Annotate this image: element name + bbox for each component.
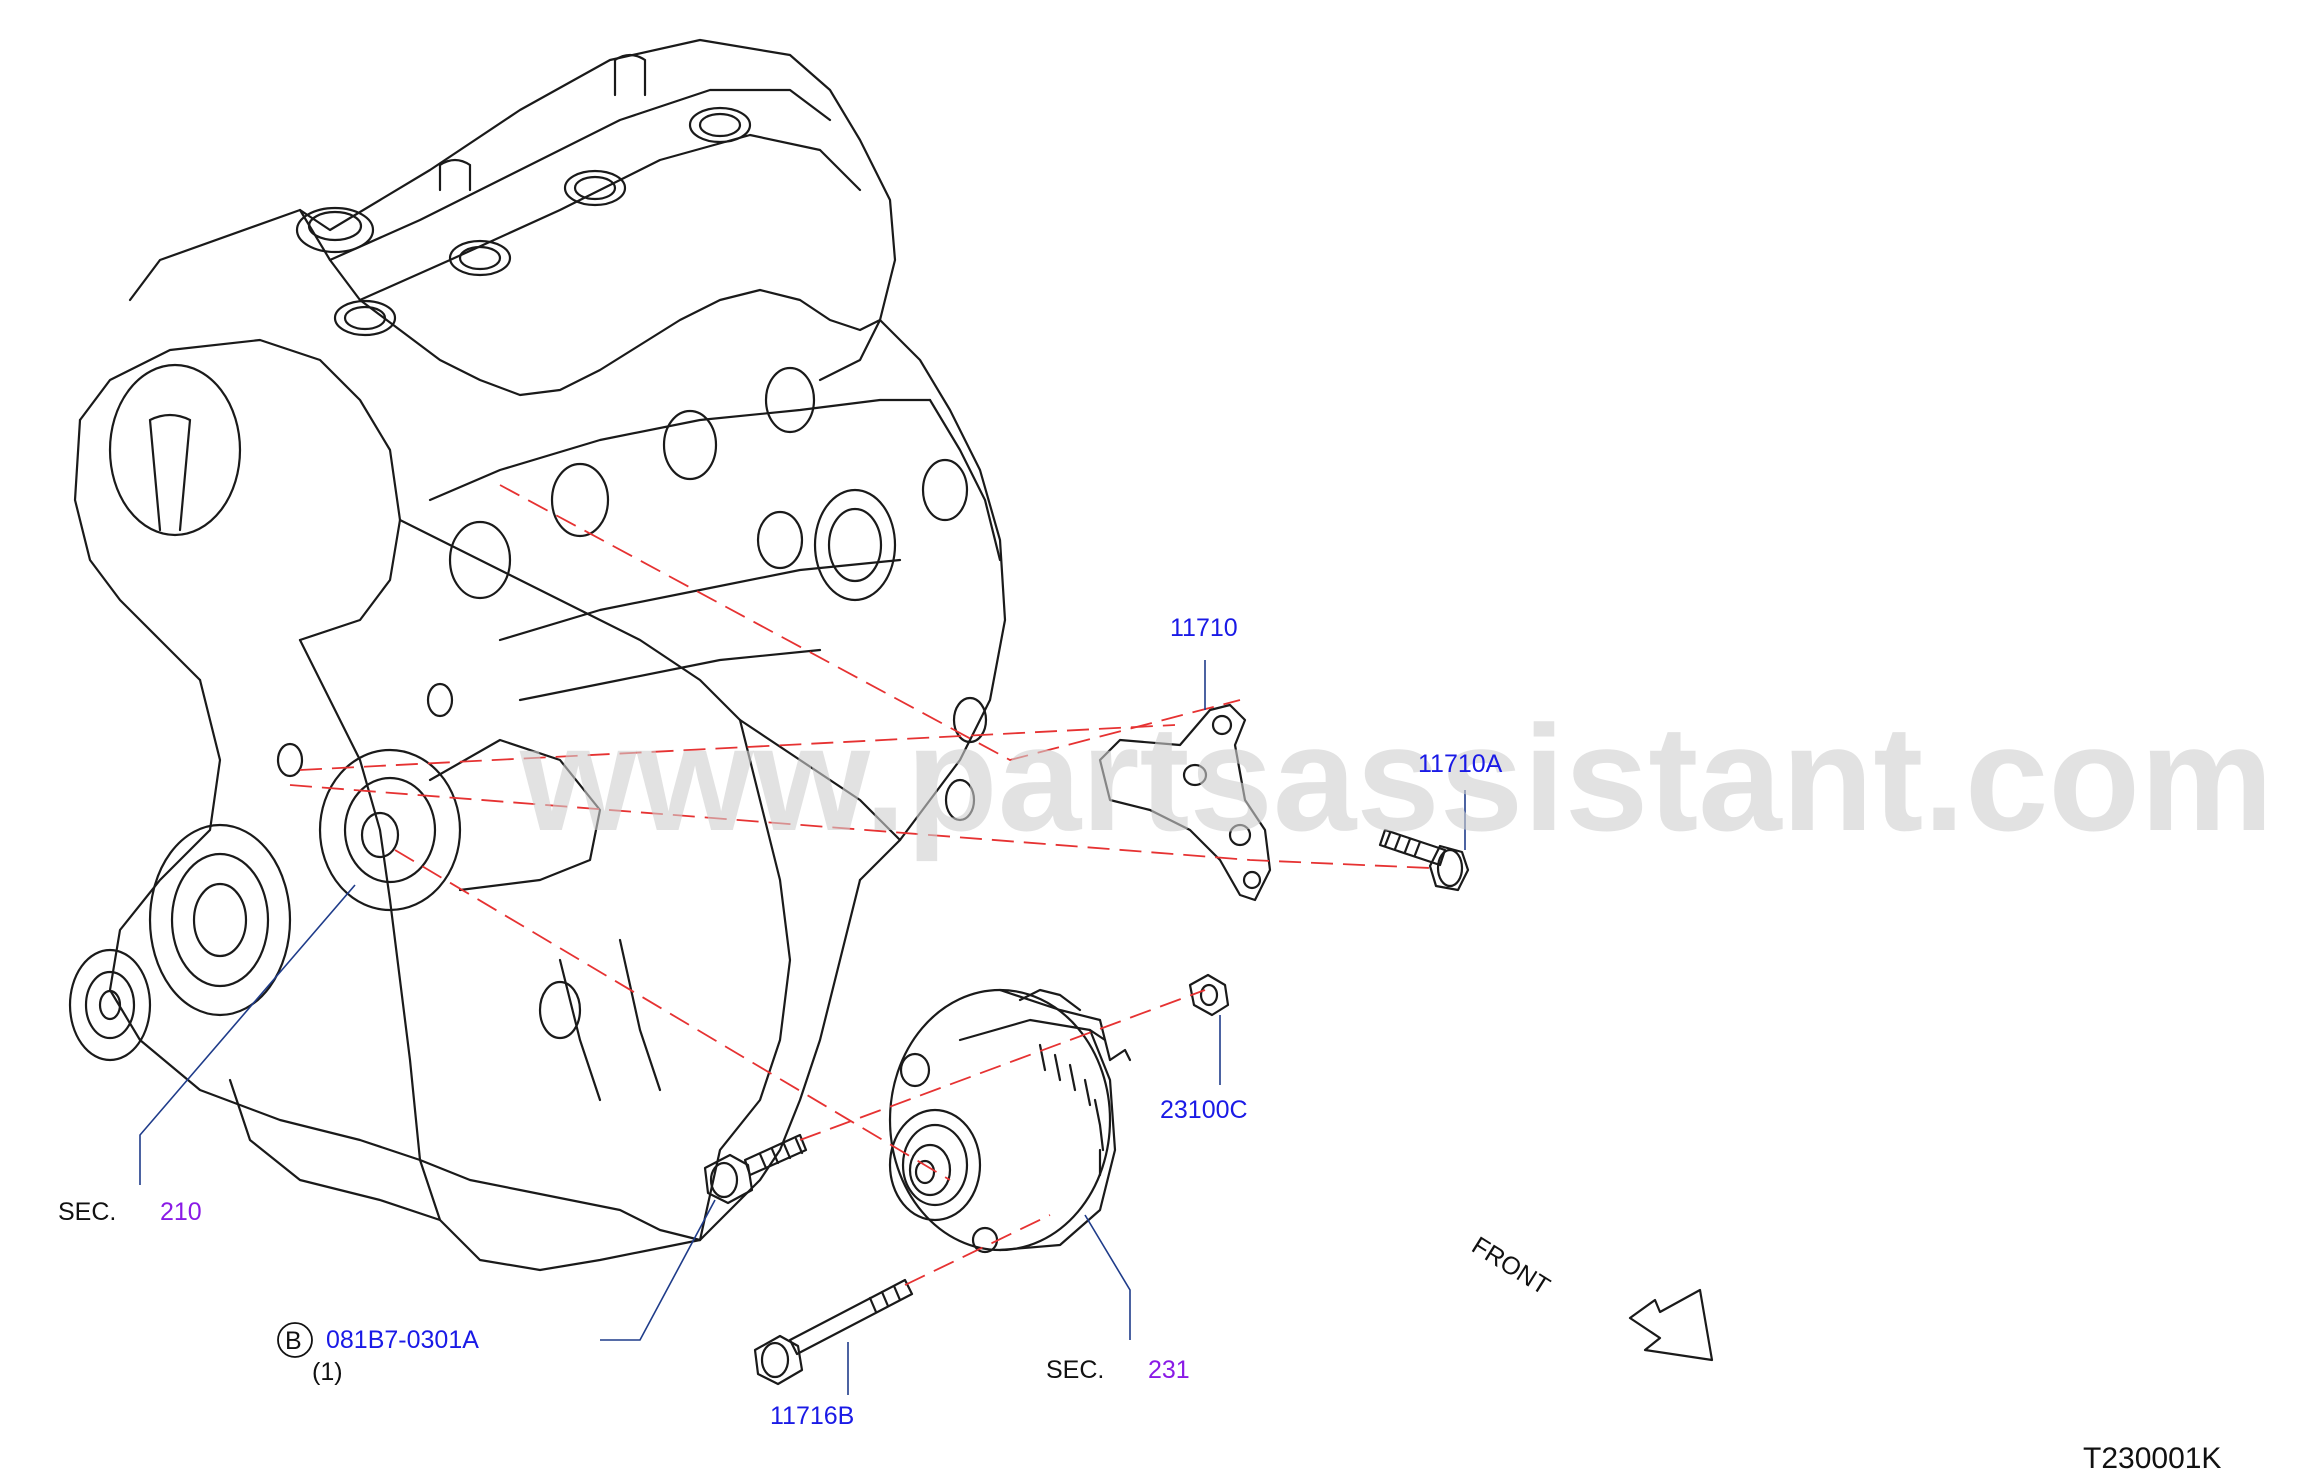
sec-prefix-1: SEC. [58, 1198, 116, 1226]
callout-081b7-0301a[interactable]: 081B7-0301A [326, 1326, 479, 1354]
section-ref-210[interactable]: 210 [160, 1198, 202, 1226]
callout-11710a[interactable]: 11710A [1418, 750, 1503, 778]
assembly-guide-lines [289, 484, 1431, 1286]
sec-prefix-2: SEC. [1046, 1356, 1104, 1384]
bolt-b-circle-badge: B [277, 1322, 313, 1358]
bolt-b-quantity: (1) [312, 1358, 343, 1386]
engine-block-illustration [68, 38, 1007, 1272]
diagram-code: T230001K [2083, 1442, 2221, 1475]
alternator-bracket-illustration [1098, 703, 1272, 902]
alternator-illustration [888, 988, 1132, 1254]
watermark-text: www.partsassistant.com [519, 694, 2273, 862]
section-ref-231[interactable]: 231 [1148, 1356, 1190, 1384]
bracket-bolt-illustration [1378, 828, 1470, 892]
bolt-b-circle-letter: B [285, 1327, 302, 1355]
front-label: FRONT [1467, 1231, 1555, 1300]
leader-lines [139, 660, 1466, 1395]
nut-illustration [1188, 973, 1230, 1017]
callout-11710[interactable]: 11710 [1170, 614, 1238, 642]
long-bolt-illustration [753, 1278, 914, 1386]
callout-23100c[interactable]: 23100C [1160, 1096, 1248, 1124]
callout-11716b[interactable]: 11716B [770, 1402, 854, 1430]
front-arrow-icon [1628, 1288, 1714, 1362]
bolt-b-illustration [703, 1133, 808, 1205]
